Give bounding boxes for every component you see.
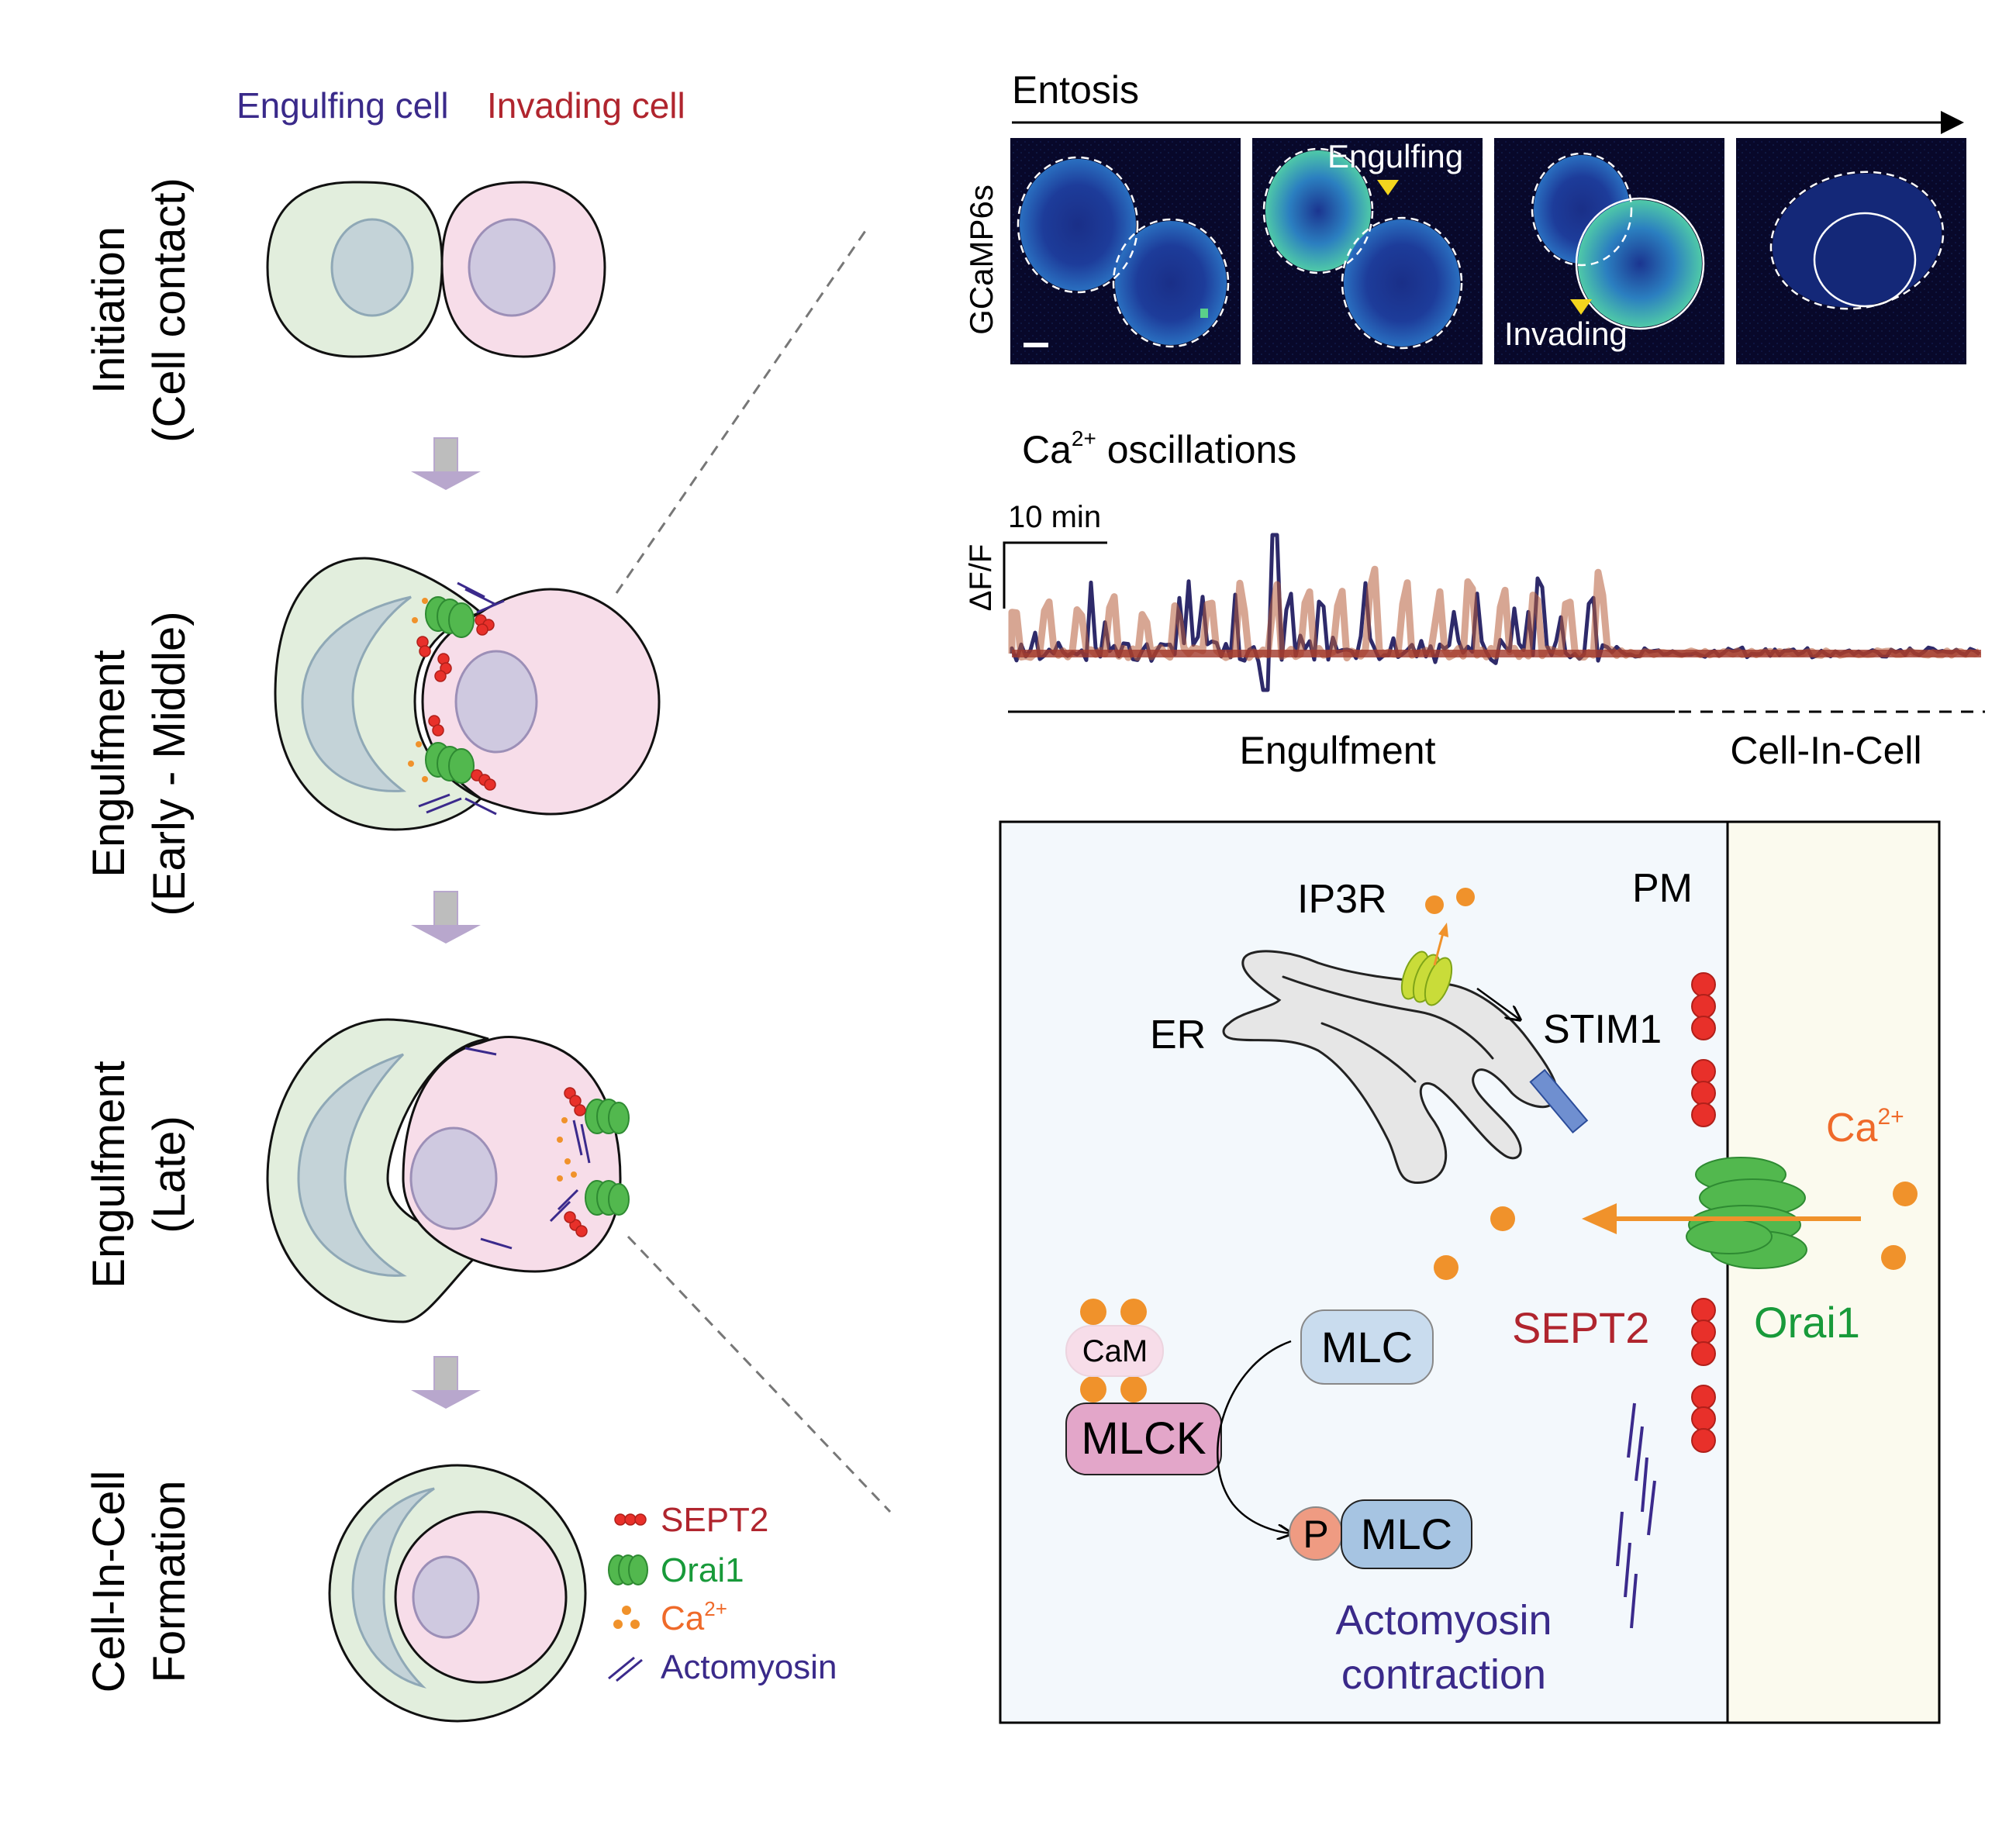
orai1-label: Orai1 — [1754, 1298, 1860, 1347]
er-label: ER — [1150, 1013, 1206, 1057]
invading-arrowhead — [1570, 299, 1592, 315]
mechanism-panel — [999, 820, 1941, 1724]
svg-text:(Late): (Late) — [144, 1116, 195, 1233]
imaging-title: Entosis — [1012, 68, 1139, 112]
calcium-icon — [613, 1606, 640, 1629]
svg-text:Formation: Formation — [144, 1480, 195, 1682]
scale-y-label: ΔF/F — [964, 544, 998, 612]
svg-text:(Cell contact): (Cell contact) — [144, 178, 195, 443]
mlc-box — [1300, 1309, 1434, 1385]
sept2-subunit — [1691, 1016, 1716, 1040]
svg-text:Engulfment: Engulfment — [84, 650, 134, 877]
sept2-filaments — [1691, 972, 1716, 1453]
mlck-label: MLCK — [1081, 1413, 1206, 1464]
legend-sept2: SEPT2 — [661, 1501, 768, 1539]
svg-text:Initiation: Initiation — [84, 226, 134, 394]
ca-extracellular-label: Ca2+ — [1826, 1104, 1904, 1151]
engulfing-arrowhead — [1377, 180, 1399, 195]
stage-label-4: Cell-In-Cell Formation — [84, 1471, 195, 1693]
stage-label-1: Initiation (Cell contact) — [84, 178, 195, 443]
cytosolic-calcium — [1434, 1206, 1515, 1280]
sept2-subunit — [1691, 1341, 1716, 1366]
stage4-cells — [328, 1464, 587, 1723]
stim1-protein — [1529, 1068, 1589, 1134]
scale-x-label: 10 min — [1008, 500, 1101, 534]
actomyosin-icon — [608, 1656, 643, 1682]
svg-text:Cell-In-Cell: Cell-In-Cell — [84, 1471, 134, 1693]
sept2-subunit — [1691, 1428, 1716, 1453]
sept2-subunit — [1691, 1385, 1716, 1409]
stage-label-2: Engulfment (Early - Middle) — [84, 611, 195, 916]
pmlc-box — [1341, 1499, 1472, 1569]
imaging-ylabel: GCaMP6s — [963, 185, 999, 335]
gcamp-panel-2: Engulfing — [1252, 138, 1483, 364]
phosphorylation-arrow — [1217, 1340, 1291, 1534]
stage3-cells — [266, 1018, 630, 1323]
engulfing-cell-label: Engulfing cell — [236, 85, 449, 126]
sept2-subunit — [1691, 994, 1716, 1019]
gcamp-panel-1 — [1010, 138, 1241, 364]
er-calcium — [1425, 888, 1475, 914]
calcium-trace — [1008, 533, 1982, 692]
stim1-label: STIM1 — [1543, 1007, 1662, 1052]
stage-arrow-1 — [411, 437, 481, 490]
gcamp-panel-4 — [1736, 138, 1966, 364]
sept2-subunit — [1691, 972, 1716, 997]
trace-title: Ca2+ oscillations — [1022, 426, 1296, 471]
ip3r-channel — [1400, 951, 1453, 1006]
er-membrane — [1222, 950, 1559, 1184]
gcamp-panel-3: Invading — [1494, 138, 1724, 364]
sept2-label: SEPT2 — [1512, 1303, 1649, 1352]
sept2-subunit — [1691, 1081, 1716, 1106]
cam-complex: CaM — [1065, 1299, 1164, 1402]
actomyosin-filaments — [1616, 1402, 1656, 1629]
zoom-line-lower — [627, 1235, 892, 1513]
pmlc-label: MLC — [1361, 1509, 1452, 1558]
sept2-subunit — [1691, 1102, 1716, 1127]
legend-ca: Ca2+ — [661, 1597, 727, 1637]
scale-bar — [1003, 541, 1107, 609]
sept2-subunit — [1691, 1406, 1716, 1431]
extracellular-calcium — [1881, 1182, 1918, 1270]
phosphate-label: P — [1303, 1513, 1328, 1556]
svg-text:GCaMP6s: GCaMP6s — [963, 185, 999, 335]
orai1-channel — [1686, 1157, 1807, 1269]
mlck-box — [1065, 1402, 1222, 1475]
sept2-subunit — [1691, 1320, 1716, 1344]
zoom-line-upper — [615, 228, 868, 594]
sept2-subunit — [1691, 1059, 1716, 1084]
stage2-cells — [274, 557, 661, 831]
orai1-icon — [608, 1554, 648, 1585]
ip3r-flux-arrow — [1433, 930, 1445, 966]
sept2-icon — [614, 1513, 647, 1526]
invading-cell-label: Invading cell — [487, 85, 685, 126]
legend-actomyosin: Actomyosin — [661, 1648, 837, 1686]
mlc-label: MLC — [1321, 1323, 1413, 1371]
stage-arrow-3 — [411, 1356, 481, 1409]
legend-bottom: SEPT2 Orai1 Ca2+ Actomyosin — [608, 1501, 837, 1686]
legend-orai1: Orai1 — [661, 1551, 744, 1589]
stage-label-3: Engulfment (Late) — [84, 1061, 195, 1288]
actomyosin-label-1: Actomyosin — [1335, 1597, 1552, 1644]
sept2-subunit — [1691, 1298, 1716, 1323]
actomyosin-label-2: contraction — [1341, 1651, 1546, 1698]
engulfing-annotation: Engulfing — [1327, 138, 1463, 174]
cam-label: CaM — [1082, 1334, 1148, 1368]
stim1-arrow — [1476, 987, 1520, 1020]
stage1-cells — [266, 181, 606, 358]
svg-text:Engulfment: Engulfment — [84, 1061, 134, 1288]
ip3r-label: IP3R — [1297, 877, 1387, 922]
pm-label: PM — [1632, 866, 1693, 911]
phase-label-cell-in-cell: Cell-In-Cell — [1730, 729, 1921, 772]
svg-text:(Early - Middle): (Early - Middle) — [144, 611, 195, 916]
svg-text:ΔF/F: ΔF/F — [964, 544, 998, 612]
phase-label-engulfment: Engulfment — [1240, 729, 1436, 772]
stage-arrow-2 — [411, 891, 481, 944]
invading-annotation: Invading — [1504, 316, 1628, 352]
